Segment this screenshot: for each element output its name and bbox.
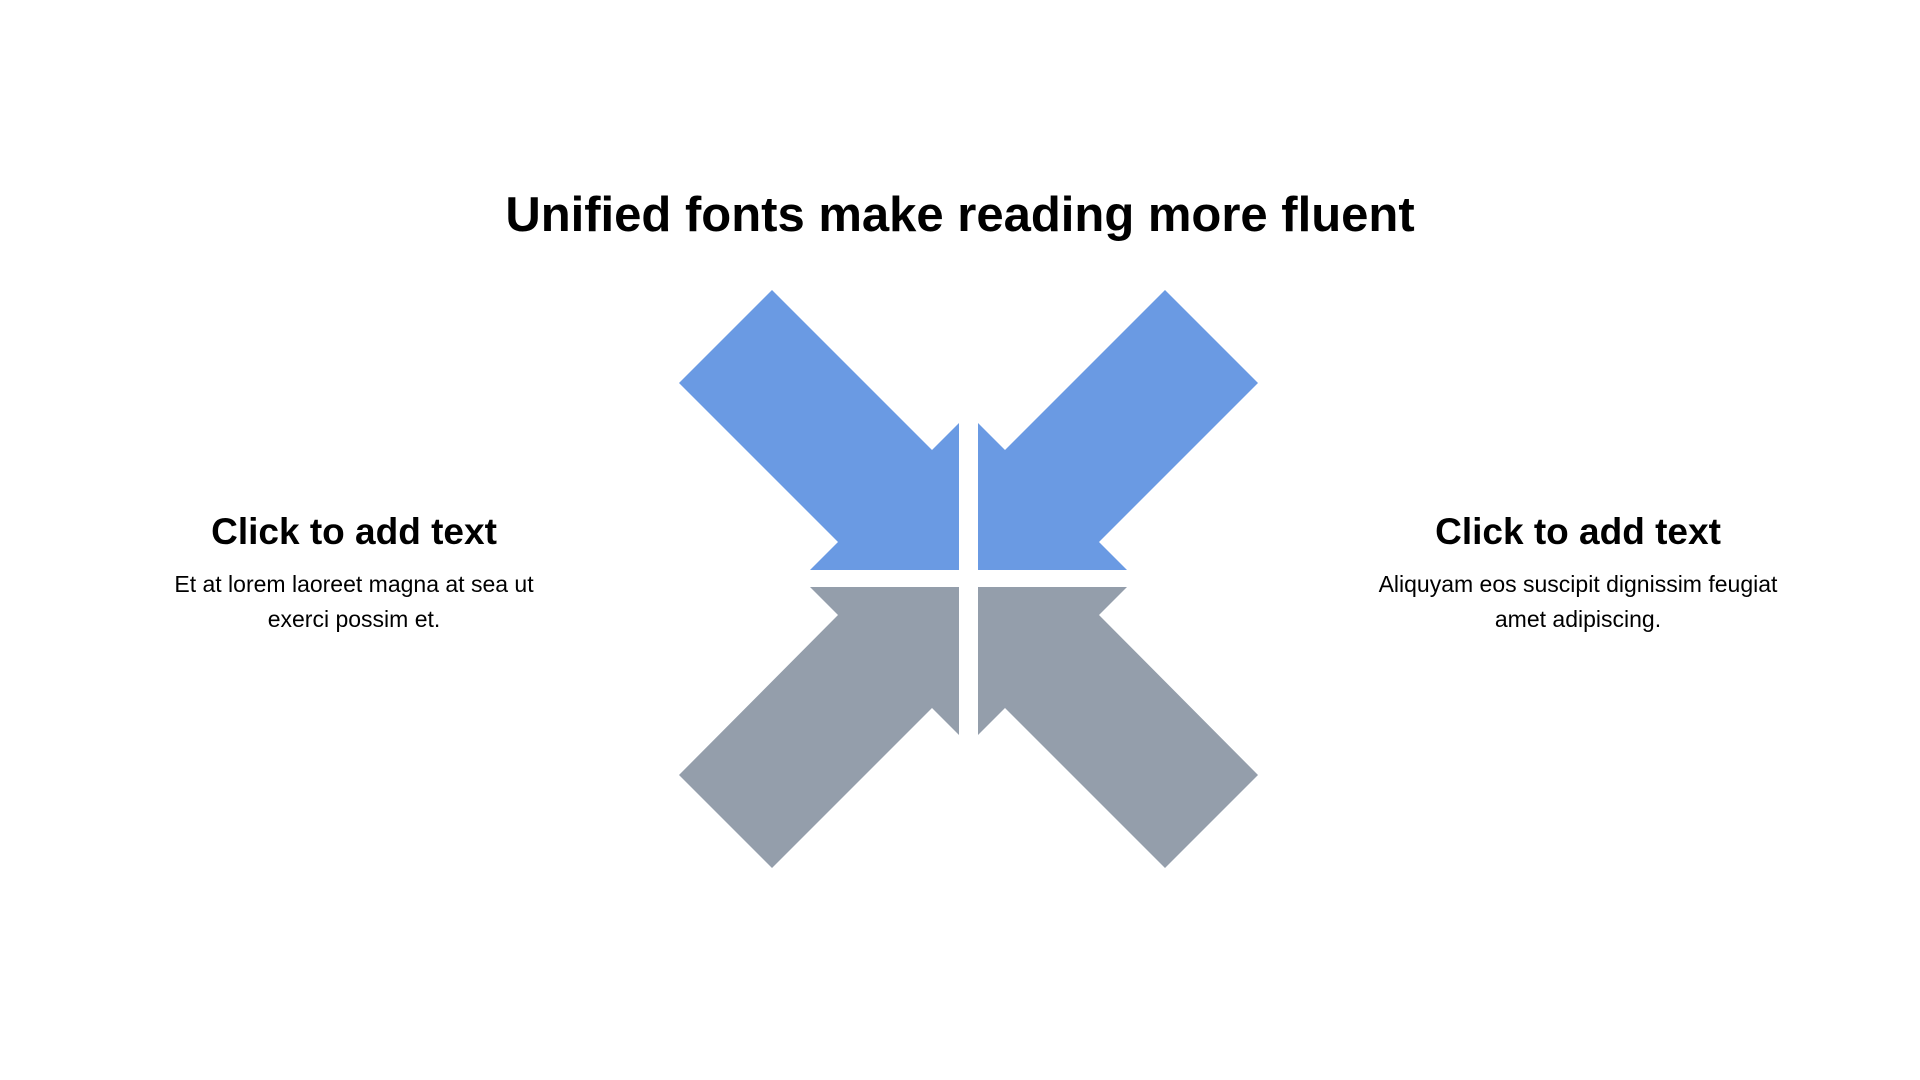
right-text-block[interactable]: Click to add text Aliquyam eos suscipit … [1368, 507, 1788, 637]
left-block-heading[interactable]: Click to add text [211, 511, 497, 552]
arrow-down-left-icon[interactable] [978, 290, 1258, 570]
right-block-body[interactable]: Aliquyam eos suscipit dignissim feugiat … [1378, 571, 1778, 632]
arrow-up-left-icon[interactable] [978, 587, 1258, 868]
left-block-body[interactable]: Et at lorem laoreet magna at sea ut exer… [174, 571, 534, 632]
arrow-down-right-icon[interactable] [679, 290, 959, 570]
right-block-heading[interactable]: Click to add text [1435, 511, 1721, 552]
slide-title[interactable]: Unified fonts make reading more fluent [505, 188, 1415, 242]
left-text-block[interactable]: Click to add text Et at lorem laoreet ma… [144, 507, 564, 637]
arrow-up-right-icon[interactable] [679, 587, 959, 868]
